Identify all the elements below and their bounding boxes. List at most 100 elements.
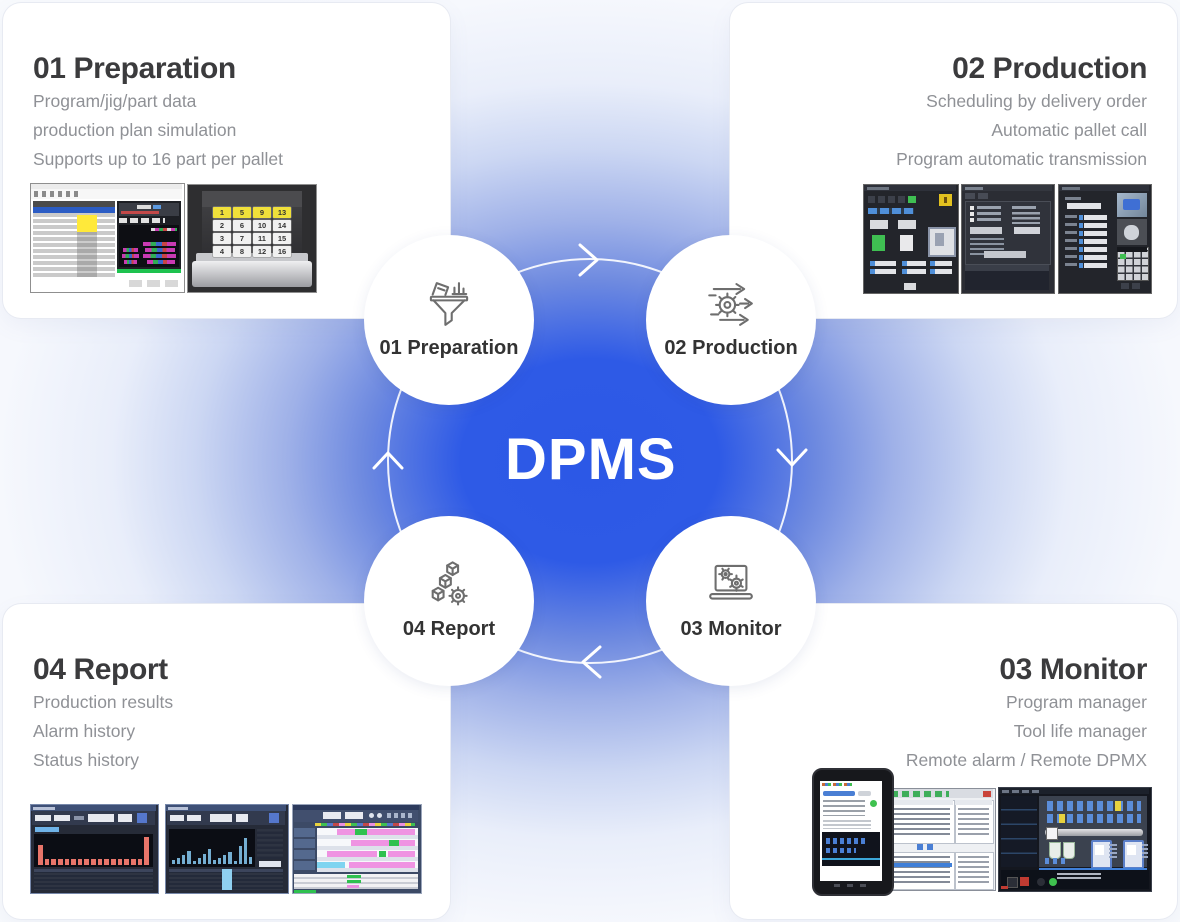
gantt-bar-green <box>355 829 367 835</box>
production-screenshot-settings-panel <box>961 184 1055 294</box>
feature-line: Program automatic transmission <box>896 149 1147 169</box>
data-table <box>33 201 115 277</box>
card-report-title: 04 Report <box>33 652 168 686</box>
status-text <box>1057 873 1101 881</box>
column-header <box>1012 206 1036 209</box>
feature-line: Scheduling by delivery order <box>926 91 1147 111</box>
card-monitor-title: 03 Monitor <box>999 652 1147 686</box>
feature-line: Alarm history <box>33 721 136 741</box>
tool-pot <box>1063 842 1075 859</box>
card-monitor-lines: Program manager Tool life manager Remote… <box>906 688 1147 775</box>
phone-screen <box>820 781 882 881</box>
glyphs <box>1045 858 1067 864</box>
report-screenshot-alarm-history <box>165 804 289 894</box>
gantt-bar-pink <box>327 851 377 857</box>
titlebar <box>166 805 286 811</box>
machine-slot <box>935 233 944 246</box>
slot-row <box>1047 814 1141 823</box>
tab-buttons <box>965 193 989 199</box>
toolbar-button <box>137 813 147 823</box>
list-rows <box>894 808 950 838</box>
cubes-gear-icon <box>431 560 468 606</box>
monitor-screenshot-mobile-alarm <box>812 768 894 896</box>
gear-flow-arrows-icon <box>708 282 753 326</box>
gantt-bar-green <box>389 840 399 846</box>
toolbar-box <box>187 815 201 821</box>
lamp-green <box>1049 878 1057 886</box>
dialog-buttons <box>129 280 179 287</box>
toolbar-box <box>170 815 184 821</box>
toolbar-box <box>210 814 232 822</box>
title-text <box>965 187 983 190</box>
slot-row <box>1047 801 1141 811</box>
bar-chart-salmon <box>38 837 149 865</box>
input-row <box>870 269 896 274</box>
status-column <box>77 232 97 277</box>
arrow-left-icon <box>581 645 602 679</box>
pallet-cell: 5 <box>233 207 251 218</box>
monitor-screenshot-program-manager <box>888 788 996 891</box>
slot-row <box>826 848 856 853</box>
cycle-node-preparation: 01 Preparation <box>364 235 534 405</box>
machine-part-blue <box>1123 199 1140 210</box>
titlebar <box>31 184 182 189</box>
machine-label-column <box>294 828 315 872</box>
highlight-column <box>222 869 232 890</box>
dpms-title: DPMS <box>505 427 677 492</box>
unit-window <box>1095 845 1104 855</box>
active-tab <box>35 827 59 832</box>
feature-line: Production results <box>33 692 174 712</box>
toolbar <box>31 189 182 199</box>
box-top <box>202 191 302 207</box>
detail-rows <box>958 856 989 884</box>
lamp-off <box>1037 878 1045 886</box>
gantt-bar-pink <box>349 862 415 868</box>
pallet-cell: 6 <box>233 220 251 231</box>
form-box <box>137 205 151 209</box>
unit-window <box>1127 845 1136 855</box>
toolbar-dot <box>377 813 382 818</box>
arrow-up-icon <box>372 451 404 470</box>
pallet-slot-active <box>872 235 885 251</box>
gantt-bar <box>124 260 137 264</box>
toolbar-controls <box>387 813 415 818</box>
selected-row <box>892 863 952 867</box>
unit-labels <box>1142 844 1148 858</box>
input-row <box>870 261 896 266</box>
toolbar-dot <box>369 813 374 818</box>
status-dot-green <box>870 800 877 807</box>
pallet-cell: 14 <box>273 220 291 231</box>
feature-line: Automatic pallet call <box>991 120 1147 140</box>
bar-chart-blue <box>172 832 252 864</box>
card-monitor: 03 Monitor Program manager Tool life man… <box>730 604 1177 919</box>
card-production: 02 Production Scheduling by delivery ord… <box>730 3 1177 318</box>
cycle-node-label: 01 Preparation <box>379 336 519 359</box>
status-bar <box>822 783 852 786</box>
preparation-screenshot-plan-table <box>30 183 185 293</box>
selected-row <box>33 207 115 213</box>
message-header <box>965 265 1049 271</box>
gantt-bar <box>123 248 138 252</box>
gantt-bar <box>143 242 176 246</box>
input-row <box>902 261 926 266</box>
funnel-data-icon <box>429 281 469 326</box>
pink-cell <box>347 885 359 888</box>
pallet-cell: 10 <box>253 220 271 231</box>
gantt-bar-pink <box>388 851 415 857</box>
alarm-text <box>823 800 865 816</box>
button <box>970 227 1002 234</box>
button-red <box>1020 877 1029 886</box>
side-button <box>259 861 281 867</box>
title-text <box>1062 187 1080 190</box>
titlebar <box>864 185 956 191</box>
feature-line: Remote alarm / Remote DPMX <box>905 750 1147 770</box>
legend <box>151 228 177 231</box>
toolbar-box <box>35 815 51 821</box>
pallet-grid: 1 5 9 13 2 6 10 14 3 7 11 15 4 8 12 16 <box>213 207 291 257</box>
button <box>904 283 916 290</box>
input-row <box>902 269 926 274</box>
part-silver <box>1124 225 1139 240</box>
tab-strip <box>119 218 165 223</box>
green-cell <box>347 875 361 878</box>
